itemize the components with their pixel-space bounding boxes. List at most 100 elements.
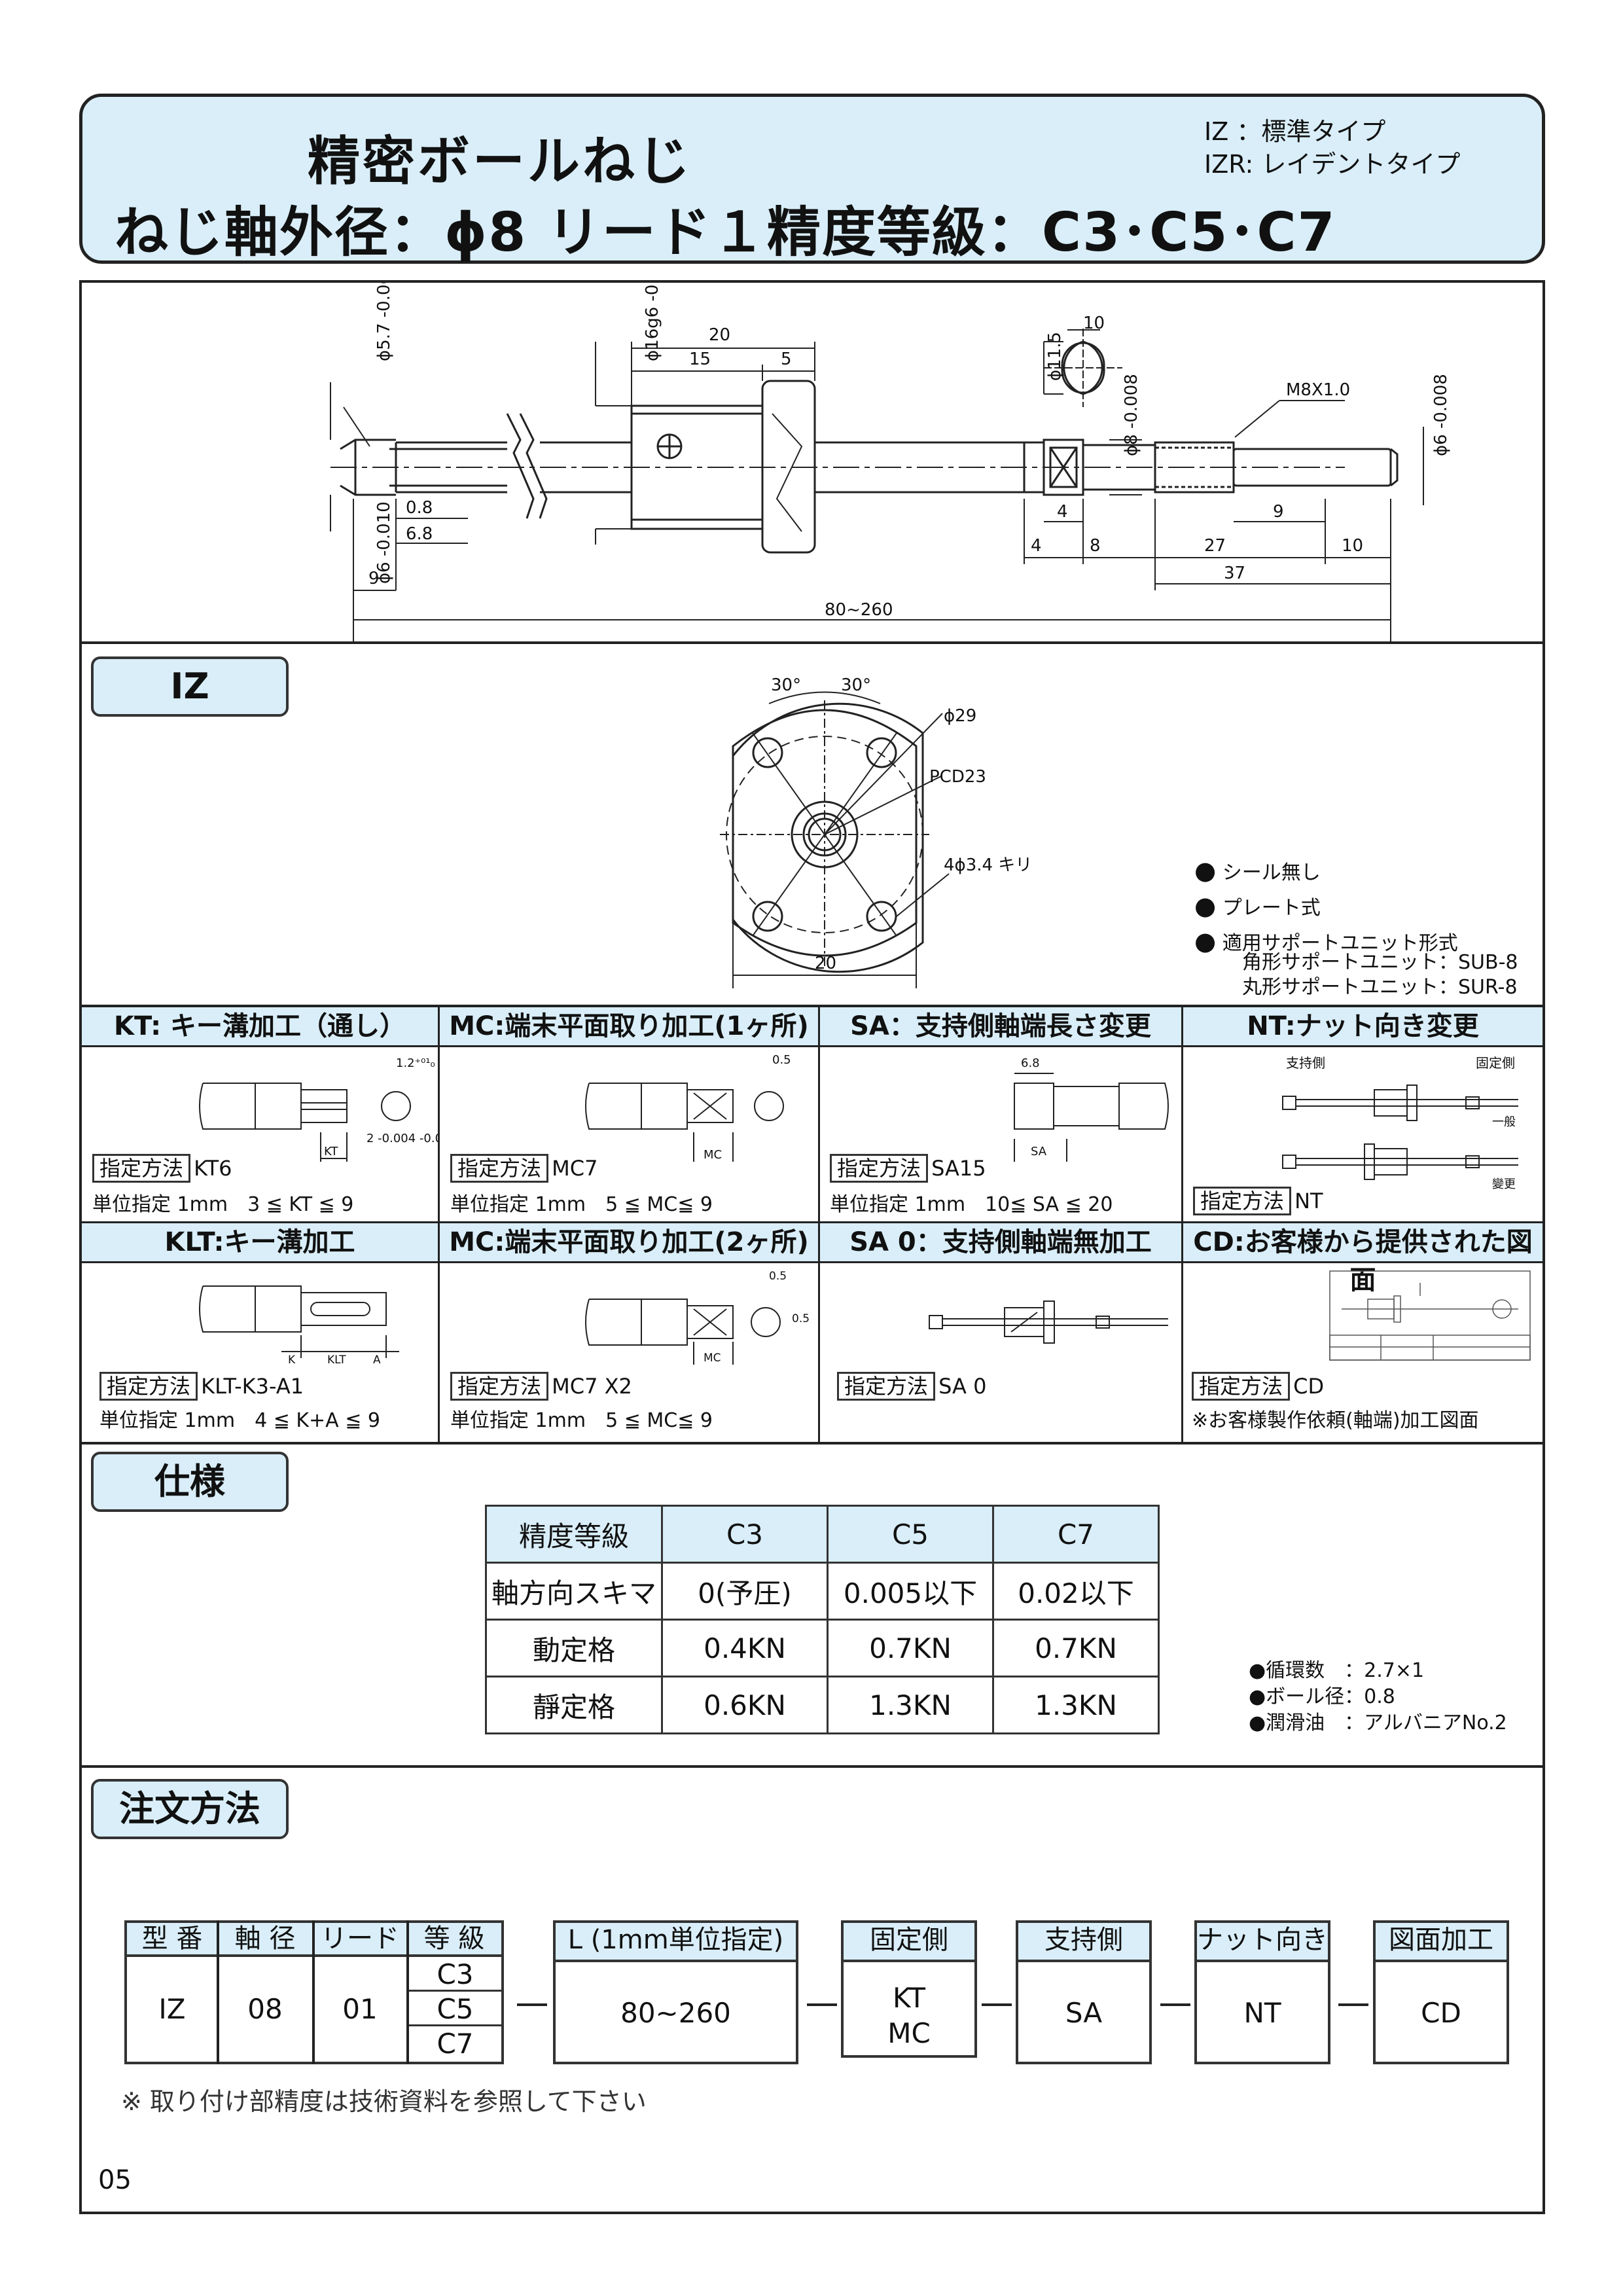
mc1-spec: 指定方法 MC7 xyxy=(450,1152,597,1183)
order-model-head: 型 番 xyxy=(141,1924,203,1954)
nt-support-side: 支持側 xyxy=(1286,1055,1325,1071)
svg-text:8: 8 xyxy=(1090,536,1101,556)
tab-spec: 仕様 xyxy=(91,1452,289,1512)
opt-nt-head: NT:ナット向き変更 xyxy=(1183,1007,1543,1045)
divider-4 xyxy=(79,1442,1545,1444)
tab-order: 注文方法 xyxy=(91,1779,289,1839)
support-square: 角形サポートユニット：SUB-8 xyxy=(1242,951,1518,974)
support-round: 丸形サポートユニット：SUR-8 xyxy=(1242,976,1518,999)
svg-text:9: 9 xyxy=(368,569,380,588)
klt-spec: 指定方法 KLT-K3-A1 xyxy=(99,1370,304,1401)
svg-text:0.8: 0.8 xyxy=(406,498,433,518)
svg-text:0.5: 0.5 xyxy=(772,1053,791,1067)
feature-item: ● プレート式 xyxy=(1194,891,1321,920)
cd-note: ※お客様製作依頼(軸端)加工図面 xyxy=(1192,1409,1479,1432)
page-subtitle: ねじ軸外径：ϕ8 リード１精度等級：C3･C5･C7 xyxy=(115,202,1336,264)
svg-text:ϕ8 -0.008: ϕ8 -0.008 xyxy=(1122,374,1141,456)
order-grade-c3: C3 xyxy=(409,1957,501,1992)
svg-text:PCD23: PCD23 xyxy=(929,767,986,787)
spec-note: ●循環数 ：2.7×1 xyxy=(1249,1659,1425,1682)
svg-text:ϕ29: ϕ29 xyxy=(944,706,976,726)
mc2-unit: 単位指定 1mm 5 ≦ MC≦ 9 xyxy=(450,1409,713,1432)
divider-3 xyxy=(79,1221,1545,1223)
type-iz: IZ ：標準タイプ xyxy=(1204,117,1386,146)
svg-text:15: 15 xyxy=(689,350,711,369)
sa0-diagram xyxy=(929,1300,1168,1344)
svg-text:4: 4 xyxy=(1031,536,1042,556)
svg-text:變更: 變更 xyxy=(1492,1177,1516,1191)
order-fixed-kt: KT xyxy=(893,1982,925,2014)
mc2-diagram: 0.50.5MC xyxy=(585,1270,810,1365)
order-fixed-head: 固定側 xyxy=(844,1923,974,1962)
svg-text:27: 27 xyxy=(1204,536,1226,556)
order-length-box: L (1mm単位指定) 80~260 xyxy=(553,1920,798,2064)
spec-note: ●潤滑油 ：アルバニアNo.2 xyxy=(1249,1712,1507,1734)
order-length-head: L (1mm単位指定) xyxy=(556,1923,796,1962)
svg-text:0.5: 0.5 xyxy=(792,1312,810,1325)
cd-spec: 指定方法 CD xyxy=(1192,1370,1324,1401)
order-drawing-box: 図面加工 CD xyxy=(1373,1920,1509,2064)
divider-3b xyxy=(79,1261,1545,1263)
sa0-spec: 指定方法 SA 0 xyxy=(837,1370,986,1401)
sa-unit: 単位指定 1mm 10≦ SA ≦ 20 xyxy=(830,1193,1113,1216)
svg-text:30°: 30° xyxy=(771,675,801,695)
divider-2 xyxy=(79,1005,1545,1007)
page-number: 05 xyxy=(98,2165,132,2195)
mount-hole-2 xyxy=(866,737,897,768)
svg-text:9: 9 xyxy=(1273,502,1284,522)
svg-text:ϕ6 -0.008: ϕ6 -0.008 xyxy=(1431,374,1451,456)
order-support-head: 支持側 xyxy=(1018,1923,1149,1962)
klt-unit: 単位指定 1mm 4 ≦ K+A ≦ 9 xyxy=(99,1409,380,1432)
svg-text:6.8: 6.8 xyxy=(1021,1056,1040,1070)
mc1-unit: 単位指定 1mm 5 ≦ MC≦ 9 xyxy=(450,1193,713,1216)
spec-note: ●ボール径：0.8 xyxy=(1249,1685,1395,1708)
iz-feature-list: ● シール無し ● プレート式 ● 適用サポートユニット形式 xyxy=(1194,854,1458,960)
nt-spec: 指定方法 NT xyxy=(1193,1185,1323,1215)
feature-item: ● 適用サポートユニット形式 xyxy=(1194,927,1458,956)
dimension-lines xyxy=(330,329,1424,641)
order-note: ※ 取り付け部精度は技術資料を参照して下さい xyxy=(121,2087,647,2116)
opt-cd-head: CD:お客様から提供された図面 xyxy=(1183,1223,1543,1295)
svg-text:ϕ6 -0.010: ϕ6 -0.010 xyxy=(374,501,394,584)
order-fixed-mc: MC xyxy=(887,2017,931,2049)
nut-flange xyxy=(761,380,816,554)
cd-drawing-thumbnail xyxy=(1329,1270,1531,1361)
spec-header-cell: C5 xyxy=(827,1505,994,1564)
svg-text:80~260: 80~260 xyxy=(825,600,893,620)
mount-hole-1 xyxy=(752,737,783,768)
opt-sa0-head: SA 0：支持側軸端無加工 xyxy=(820,1223,1181,1261)
divider-2b xyxy=(79,1045,1545,1047)
content-frame xyxy=(79,280,1545,2214)
svg-text:10: 10 xyxy=(1083,314,1105,333)
grid-col-1 xyxy=(438,1006,440,1443)
svg-text:SA: SA xyxy=(1031,1145,1047,1158)
spec-header-cell: C3 xyxy=(661,1505,829,1564)
opt-sa-head: SA：支持側軸端長さ変更 xyxy=(820,1007,1181,1045)
svg-text:ϕ5.7 -0.06: ϕ5.7 -0.06 xyxy=(374,283,394,361)
sa-spec: 指定方法 SA15 xyxy=(830,1152,986,1183)
opt-klt-head: KLT:キー溝加工 xyxy=(82,1223,438,1261)
order-lead: 01 xyxy=(342,1993,378,2025)
svg-text:KLT: KLT xyxy=(327,1354,346,1365)
order-lead-head: リード xyxy=(321,1924,399,1954)
opt-kt-head: KT: キー溝加工（通し） xyxy=(82,1007,438,1045)
header-banner xyxy=(79,94,1545,264)
type-legend: IZ ：標準タイプ IZR: レイデントタイプ xyxy=(1204,115,1460,181)
break-line-1 xyxy=(506,413,535,519)
dimension-labels: ϕ5.7 -0.06 ϕ16g6 -0.017 ϕ6 -0.010 ϕ11.5 … xyxy=(368,283,1451,620)
order-nut: NT xyxy=(1243,1997,1281,2029)
svg-text:MC: MC xyxy=(704,1148,722,1162)
order-grade-c7: C7 xyxy=(437,2028,474,2060)
svg-text:37: 37 xyxy=(1224,564,1245,583)
order-grade-c5: C5 xyxy=(409,1992,501,2026)
order-model: IZ xyxy=(158,1993,186,2025)
sa-diagram: 6.8SA xyxy=(1014,1056,1169,1162)
svg-text:1.2⁺⁰¹₀: 1.2⁺⁰¹₀ xyxy=(396,1056,435,1070)
order-support: SA xyxy=(1065,1997,1103,2029)
kt-unit: 単位指定 1mm 3 ≦ KT ≦ 9 xyxy=(92,1193,354,1216)
spec-header-cell: 精度等級 xyxy=(485,1505,663,1564)
order-nut-head: ナット向き xyxy=(1197,1923,1328,1962)
